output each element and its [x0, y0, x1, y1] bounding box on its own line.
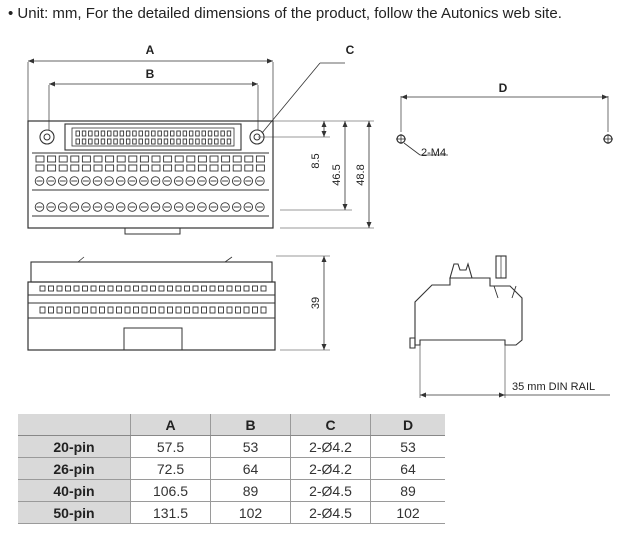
table-header-cell: C: [290, 414, 371, 436]
table-cell: 2-Ø4.2: [290, 435, 371, 458]
table-cell: 64: [210, 457, 291, 480]
row-label: 40-pin: [18, 479, 131, 502]
table-cell: 53: [210, 435, 291, 458]
dim-d-label: D: [499, 81, 508, 95]
table-cell: 106.5: [130, 479, 211, 502]
table-row: 50-pin 131.5 102 2-Ø4.5 102: [18, 501, 445, 524]
mounting-hole-diagram: [396, 94, 613, 156]
din-rail-label: 35 mm DIN RAIL: [512, 381, 595, 393]
dimension-table: A B C D 20-pin 57.5 53 2-Ø4.2 53 26-pin …: [18, 414, 445, 524]
table-cell: 89: [370, 479, 445, 502]
table-cell: 72.5: [130, 457, 211, 480]
table-header-cell: B: [210, 414, 291, 436]
table-cell: 2-Ø4.5: [290, 501, 371, 524]
table-cell: 2-Ø4.2: [290, 457, 371, 480]
dim-39-label: 39: [310, 297, 322, 309]
row-label: 20-pin: [18, 435, 131, 458]
table-cell: 102: [210, 501, 291, 524]
table-cell: 2-Ø4.5: [290, 479, 371, 502]
dim-a-label: A: [146, 43, 155, 57]
table-row: 20-pin 57.5 53 2-Ø4.2 53: [18, 435, 445, 458]
dim-48-8-label: 48.8: [355, 164, 367, 185]
table-cell: 53: [370, 435, 445, 458]
dim-46-5-label: 46.5: [331, 164, 343, 185]
table-cell: 89: [210, 479, 291, 502]
table-cell: 131.5: [130, 501, 211, 524]
table-cell: 57.5: [130, 435, 211, 458]
row-label: 26-pin: [18, 457, 131, 480]
dim-8-5-label: 8.5: [310, 153, 322, 168]
unit-note: • Unit: mm, For the detailed dimensions …: [8, 5, 562, 22]
dim-c-label: C: [346, 43, 355, 57]
dim-b-label: B: [146, 67, 155, 81]
table-header-cell: D: [370, 414, 445, 436]
table-header-cell: A: [130, 414, 211, 436]
table-row: 40-pin 106.5 89 2-Ø4.5 89: [18, 479, 445, 502]
dimension-drawing: A B C D 2-M4 8.5 46.5 48.8 39 35 mm DIN …: [27, 43, 613, 398]
thread-label: 2-M4: [421, 147, 446, 159]
table-header-cell: [18, 414, 131, 436]
row-label: 50-pin: [18, 501, 131, 524]
table-row: 26-pin 72.5 64 2-Ø4.2 64: [18, 457, 445, 480]
table-cell: 102: [370, 501, 445, 524]
table-header-row: A B C D: [18, 414, 445, 436]
front-view: [27, 255, 330, 351]
side-view: [409, 255, 610, 398]
table-cell: 64: [370, 457, 445, 480]
top-view: [27, 58, 374, 235]
